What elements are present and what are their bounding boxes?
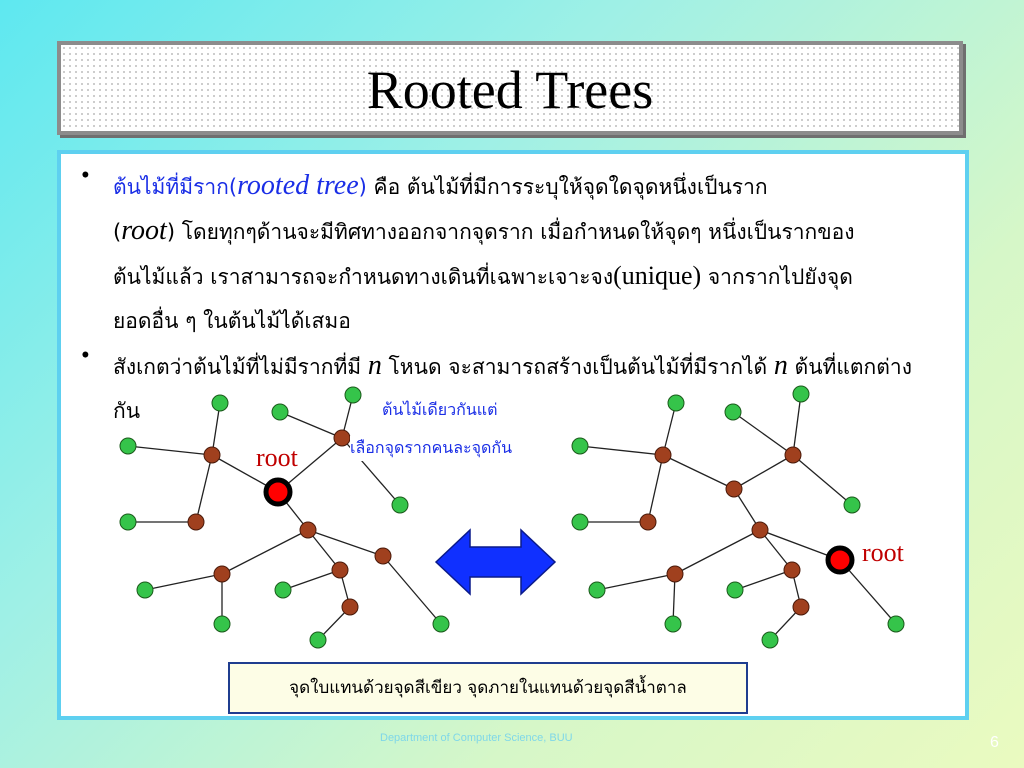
leaf-node bbox=[309, 631, 327, 649]
right-root-node bbox=[825, 545, 855, 575]
term-close: ) bbox=[358, 175, 367, 199]
internal-node bbox=[666, 565, 684, 583]
n-var-2: n bbox=[773, 350, 788, 381]
double-arrow-icon bbox=[434, 528, 557, 596]
internal-node bbox=[783, 561, 801, 579]
bullet-paragraph-2: สังเกตว่าต้นไม้ที่ไม่มีรากที่มี n โหนด จ… bbox=[113, 344, 953, 433]
b2-d: กัน bbox=[113, 399, 141, 423]
leaf-node bbox=[119, 513, 137, 531]
bullet-marker-2: • bbox=[81, 342, 90, 369]
legend-note: จุดใบแทนด้วยจุดสีเขียว จุดภายในแทนด้วยจุ… bbox=[228, 662, 748, 714]
term-open: ( bbox=[228, 175, 238, 199]
leaf-node bbox=[843, 496, 861, 514]
unique-term: (unique) bbox=[613, 261, 702, 290]
footer-text: Department of Computer Science, BUU bbox=[380, 732, 573, 744]
root-term: root bbox=[121, 215, 167, 246]
internal-node bbox=[751, 521, 769, 539]
internal-node bbox=[203, 446, 221, 464]
internal-node bbox=[374, 547, 392, 565]
internal-node bbox=[299, 521, 317, 539]
line1-rest: คือ ต้นไม้ที่มีการระบุให้จุดใดจุดหนึ่งเป… bbox=[366, 175, 768, 199]
leaf-node bbox=[432, 615, 450, 633]
left-root-node bbox=[263, 477, 293, 507]
internal-node bbox=[792, 598, 810, 616]
content-panel: • ต้นไม้ที่มีราก(rooted tree) คือ ต้นไม้… bbox=[57, 150, 969, 720]
leaf-node bbox=[274, 581, 292, 599]
n-var-1: n bbox=[367, 350, 382, 381]
center-label-1: ต้นไม้เดียวกันแต่ bbox=[382, 398, 498, 423]
internal-node bbox=[725, 480, 743, 498]
slide-title: Rooted Trees bbox=[366, 60, 654, 120]
internal-node bbox=[331, 561, 349, 579]
line2-rest: ) โดยทุกๆด้านจะมีทิศทางออกจากจุดราก เมื่… bbox=[166, 220, 855, 244]
leaf-node bbox=[667, 394, 685, 412]
leaf-node bbox=[792, 385, 810, 403]
internal-node bbox=[213, 565, 231, 583]
line2-open: ( bbox=[113, 220, 122, 244]
leaf-node bbox=[726, 581, 744, 599]
bullet-marker-1: • bbox=[81, 162, 90, 189]
line3-a: ต้นไม้แล้ว เราสามารถจะกำหนดทางเดินที่เฉพ… bbox=[113, 265, 614, 289]
internal-node bbox=[341, 598, 359, 616]
leaf-node bbox=[588, 581, 606, 599]
leaf-node bbox=[271, 403, 289, 421]
center-label-2: เลือกจุดรากคนละจุดกัน bbox=[350, 436, 513, 461]
leaf-node bbox=[887, 615, 905, 633]
b2-a: สังเกตว่าต้นไม้ที่ไม่มีรากที่มี bbox=[113, 355, 368, 379]
term-thai: ต้นไม้ที่มีราก bbox=[113, 175, 229, 199]
term-english: rooted tree bbox=[237, 170, 359, 201]
left-tree-edges bbox=[127, 394, 442, 641]
internal-node bbox=[654, 446, 672, 464]
leaf-node bbox=[391, 496, 409, 514]
leaf-node bbox=[211, 394, 229, 412]
leaf-node bbox=[724, 403, 742, 421]
leaf-node bbox=[761, 631, 779, 649]
internal-node bbox=[187, 513, 205, 531]
right-tree-internal bbox=[639, 446, 810, 616]
internal-node bbox=[333, 429, 351, 447]
leaf-node bbox=[344, 386, 362, 404]
b2-c: ต้นที่แตกต่าง bbox=[787, 355, 912, 379]
leaf-node bbox=[664, 615, 682, 633]
leaf-node bbox=[136, 581, 154, 599]
leaf-node bbox=[119, 437, 137, 455]
leaf-node bbox=[571, 513, 589, 531]
root-label-right: root bbox=[862, 538, 904, 567]
left-tree-nodes bbox=[119, 386, 450, 649]
line4: ยอดอื่น ๆ ในต้นไม้ได้เสมอ bbox=[113, 309, 351, 333]
root-label-left: root bbox=[256, 443, 298, 472]
title-box: Rooted Trees bbox=[57, 41, 963, 135]
right-tree-nodes bbox=[571, 385, 905, 649]
b2-b: โหนด จะสามารถสร้างเป็นต้นไม้ที่มีรากได้ bbox=[381, 355, 774, 379]
line3-b: จากรากไปยังจุด bbox=[701, 265, 853, 289]
leaf-node bbox=[571, 437, 589, 455]
left-tree-internal bbox=[187, 429, 392, 616]
internal-node bbox=[784, 446, 802, 464]
internal-node bbox=[639, 513, 657, 531]
leaf-node bbox=[213, 615, 231, 633]
page-number: 6 bbox=[990, 734, 999, 751]
right-tree-edges bbox=[579, 393, 897, 641]
bullet-paragraph-1: ต้นไม้ที่มีราก(rooted tree) คือ ต้นไม้ที… bbox=[113, 164, 953, 343]
